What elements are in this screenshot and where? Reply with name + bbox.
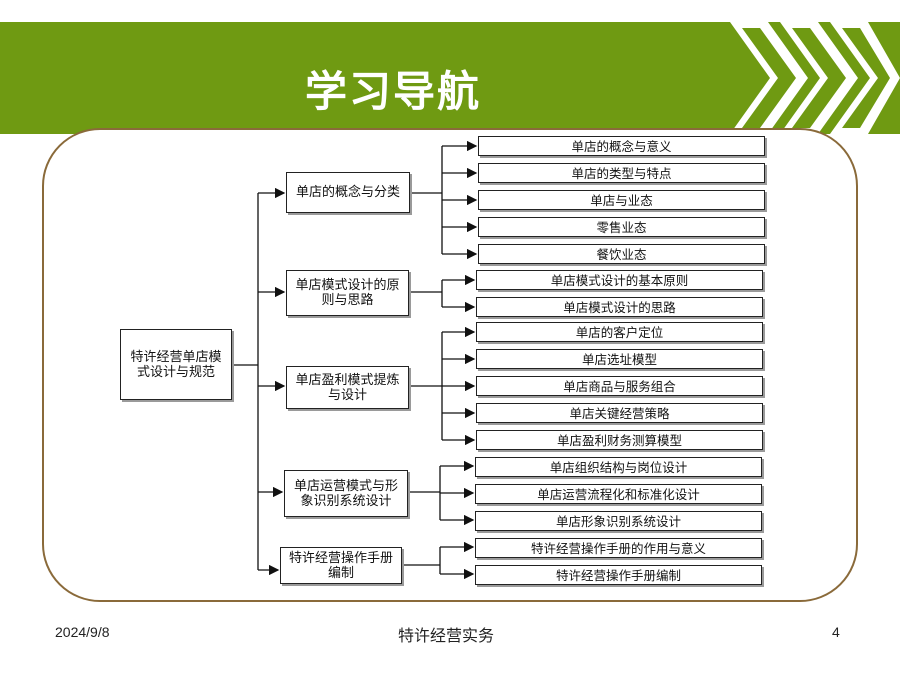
branch-node: 单店盈利模式提炼与设计 <box>286 366 409 409</box>
leaf-node: 餐饮业态 <box>478 244 765 264</box>
branch-node: 单店的概念与分类 <box>286 172 410 213</box>
footer-date: 2024/9/8 <box>55 624 110 640</box>
leaf-node: 单店组织结构与岗位设计 <box>475 457 762 477</box>
leaf-node: 单店的客户定位 <box>476 322 763 342</box>
leaf-node: 单店模式设计的思路 <box>476 297 763 317</box>
root-node: 特许经营单店模式设计与规范 <box>120 329 232 400</box>
leaf-node: 单店盈利财务测算模型 <box>476 430 763 450</box>
leaf-node: 单店的类型与特点 <box>478 163 765 183</box>
branch-node: 单店运营模式与形象识别系统设计 <box>284 470 408 517</box>
leaf-node: 单店的概念与意义 <box>478 136 765 156</box>
leaf-node: 单店选址模型 <box>476 349 763 369</box>
leaf-node: 单店模式设计的基本原则 <box>476 270 763 290</box>
footer-course-title: 特许经营实务 <box>398 626 495 645</box>
leaf-node: 单店商品与服务组合 <box>476 376 763 396</box>
leaf-node: 零售业态 <box>478 217 765 237</box>
leaf-node: 特许经营操作手册的作用与意义 <box>475 538 762 558</box>
footer-page-number: 4 <box>832 624 840 640</box>
chevron-decoration-icon <box>730 22 900 134</box>
leaf-node: 单店运营流程化和标准化设计 <box>475 484 762 504</box>
branch-node: 单店模式设计的原则与思路 <box>286 270 409 316</box>
leaf-node: 特许经营操作手册编制 <box>475 565 762 585</box>
page-title: 学习导航 <box>305 67 482 116</box>
leaf-node: 单店与业态 <box>478 190 765 210</box>
leaf-node: 单店形象识别系统设计 <box>475 511 762 531</box>
branch-node: 特许经营操作手册编制 <box>280 547 402 584</box>
leaf-node: 单店关键经营策略 <box>476 403 763 423</box>
